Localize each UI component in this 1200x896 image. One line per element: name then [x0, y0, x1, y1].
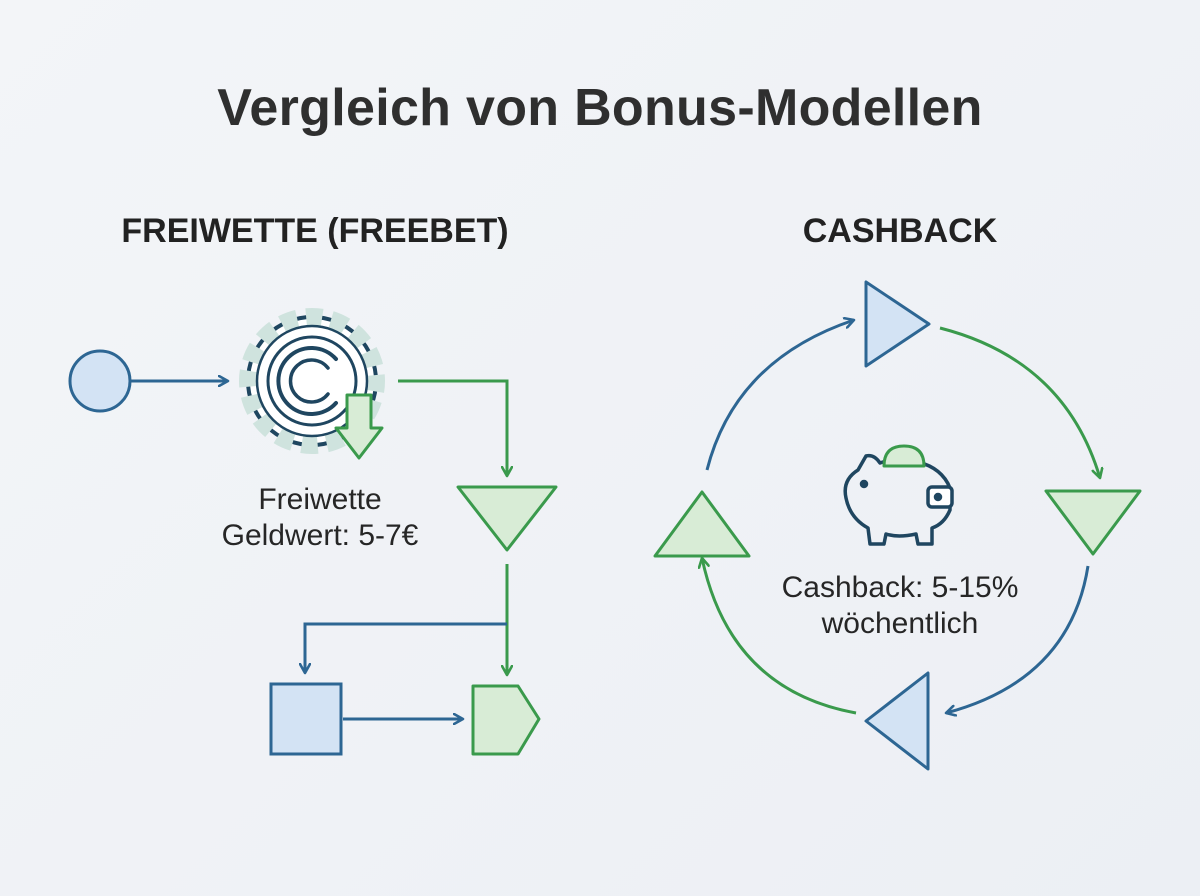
cycle-triangle-top — [864, 280, 931, 368]
pentagon-node — [471, 684, 541, 756]
piggy-bank-icon — [843, 453, 954, 546]
cashback-heading: CASHBACK — [802, 212, 998, 250]
cashback-label: Cashback: 5-15% wöchentlich — [740, 570, 1060, 642]
cycle-arc-left-top — [705, 320, 854, 471]
cycle-triangle-left — [653, 490, 751, 558]
coin-icon — [882, 444, 926, 468]
cycle-arc-right-bottom — [946, 565, 1090, 713]
start-node — [68, 349, 132, 413]
square-node — [269, 682, 343, 756]
cashback-label-line2: wöchentlich — [821, 607, 979, 640]
freebet-label: Freiwette Geldwert: 5-7€ — [180, 482, 460, 554]
cycle-triangle-right — [1044, 489, 1142, 556]
arrow-branch-to-square — [305, 622, 507, 673]
page-title: Vergleich von Bonus-Modellen — [217, 79, 983, 137]
freebet-label-line1: Freiwette — [258, 483, 382, 516]
cycle-arc-top-right — [939, 326, 1100, 478]
cashback-label-line1: Cashback: 5-15% — [781, 571, 1019, 604]
poker-chip-icon — [239, 308, 385, 454]
down-arrow-icon — [334, 393, 384, 460]
decision-triangle — [456, 485, 558, 552]
arrow-chip-to-triangle — [398, 379, 507, 476]
cycle-arc-bottom-left — [702, 558, 857, 715]
freebet-label-line2: Geldwert: 5-7€ — [221, 519, 419, 552]
freebet-heading: FREIWETTE (FREEBET) — [121, 212, 509, 250]
cycle-triangle-bottom — [864, 671, 930, 771]
